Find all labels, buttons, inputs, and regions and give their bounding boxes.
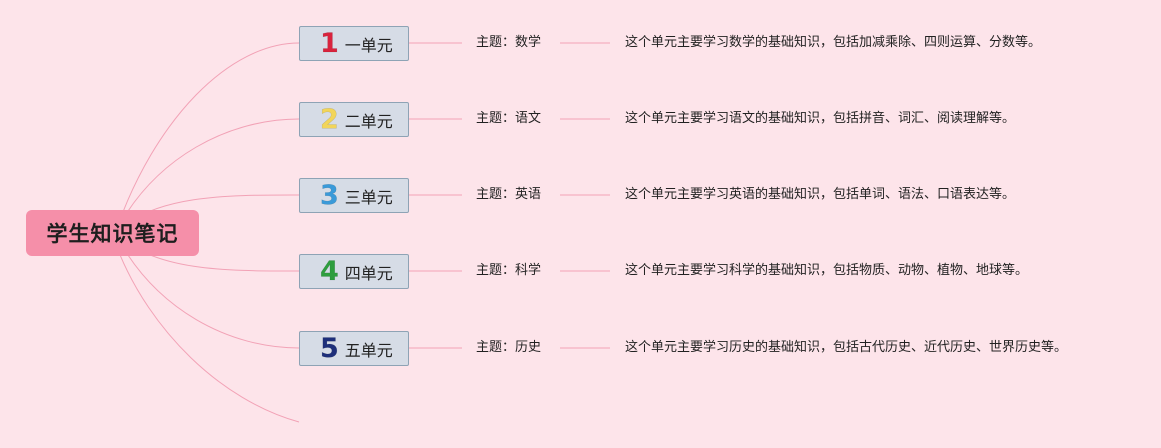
topic-node-5[interactable]: 主题：历史 (476, 340, 542, 355)
description-node-5[interactable]: 这个单元主要学习历史的基础知识，包括古代历史、近代历史、世界历史等。 (625, 340, 1068, 355)
unit-label: 二单元 (344, 111, 393, 131)
unit-number-icon: 1 (320, 28, 339, 59)
description-node-4[interactable]: 这个单元主要学习科学的基础知识，包括物质、动物、植物、地球等。 (625, 263, 1029, 278)
topic-node-3[interactable]: 主题：英语 (476, 187, 542, 202)
topic-node-4[interactable]: 主题：科学 (476, 263, 542, 278)
unit-number-icon: 5 (320, 333, 339, 364)
description-node-3[interactable]: 这个单元主要学习英语的基础知识，包括单词、语法、口语表达等。 (625, 187, 1016, 202)
unit-label: 一单元 (344, 35, 393, 55)
description-node-1[interactable]: 这个单元主要学习数学的基础知识，包括加减乘除、四则运算、分数等。 (625, 35, 1042, 50)
unit-number-icon: 3 (320, 180, 339, 211)
branch-line-empty (117, 249, 300, 423)
unit-number-icon: 2 (320, 104, 339, 135)
description-node-2[interactable]: 这个单元主要学习语文的基础知识，包括拼音、词汇、阅读理解等。 (625, 111, 1016, 126)
unit-number-icon: 4 (320, 256, 339, 287)
topic-node-1[interactable]: 主题：数学 (476, 35, 542, 50)
unit-label: 四单元 (344, 263, 393, 283)
branch-line-1 (114, 42, 300, 234)
branch-line-5 (114, 232, 300, 349)
unit-label: 三单元 (344, 187, 393, 207)
unit-label: 五单元 (344, 340, 393, 360)
root-node[interactable]: 学生知识笔记 (26, 210, 199, 256)
topic-node-2[interactable]: 主题：语文 (476, 111, 542, 126)
branch-line-2 (114, 118, 300, 234)
